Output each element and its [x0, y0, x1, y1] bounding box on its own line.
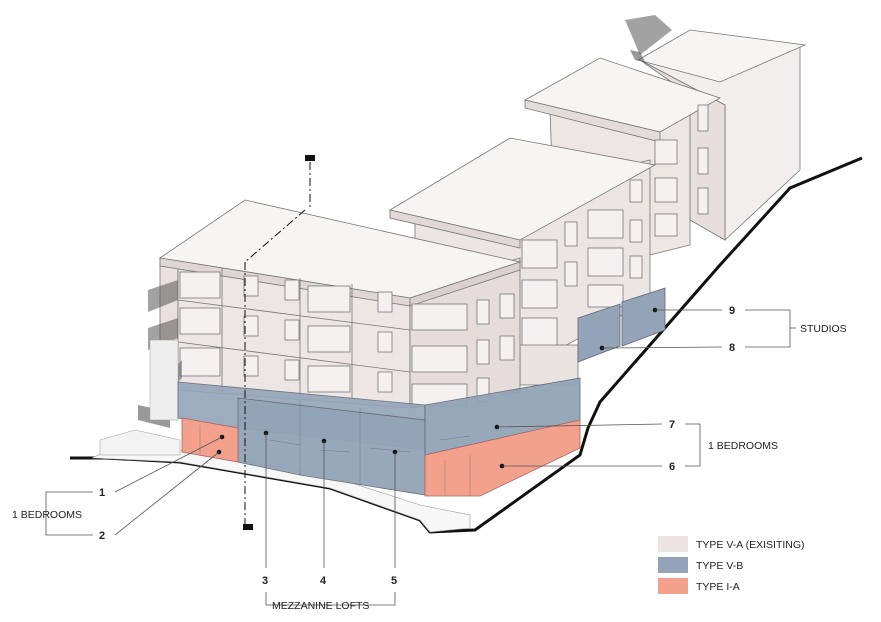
mezzanine-lofts-label: MEZZANINE LOFTS	[272, 600, 369, 612]
exterior-stair	[99, 280, 182, 456]
callout-1: 1	[99, 487, 105, 499]
legend-swatch-type-vb	[658, 557, 688, 573]
callout-6: 6	[669, 461, 675, 473]
legend-swatch-type-va	[658, 536, 688, 552]
one-bedrooms-left-label: 1 BEDROOMS	[12, 509, 82, 521]
callout-9: 9	[729, 305, 735, 317]
callout-8: 8	[729, 342, 735, 354]
callout-5: 5	[391, 575, 397, 587]
one-bedrooms-right-label: 1 BEDROOMS	[708, 440, 778, 452]
legend: TYPE V-A (EXISITING) TYPE V-B TYPE I-A	[658, 536, 805, 594]
legend-label-type-ia: TYPE I-A	[696, 581, 740, 593]
studios-label: STUDIOS	[800, 323, 847, 335]
legend-label-type-vb: TYPE V-B	[696, 560, 743, 572]
callout-2: 2	[99, 530, 105, 542]
type-vb-zone	[177, 287, 666, 496]
callout-4: 4	[320, 575, 327, 587]
callout-7: 7	[669, 419, 675, 431]
callout-3: 3	[262, 575, 268, 587]
section-cut-line	[243, 155, 315, 530]
legend-swatch-type-ia	[658, 578, 688, 594]
legend-label-type-va: TYPE V-A (EXISITING)	[696, 539, 805, 551]
callout-leaders	[45, 307, 796, 606]
